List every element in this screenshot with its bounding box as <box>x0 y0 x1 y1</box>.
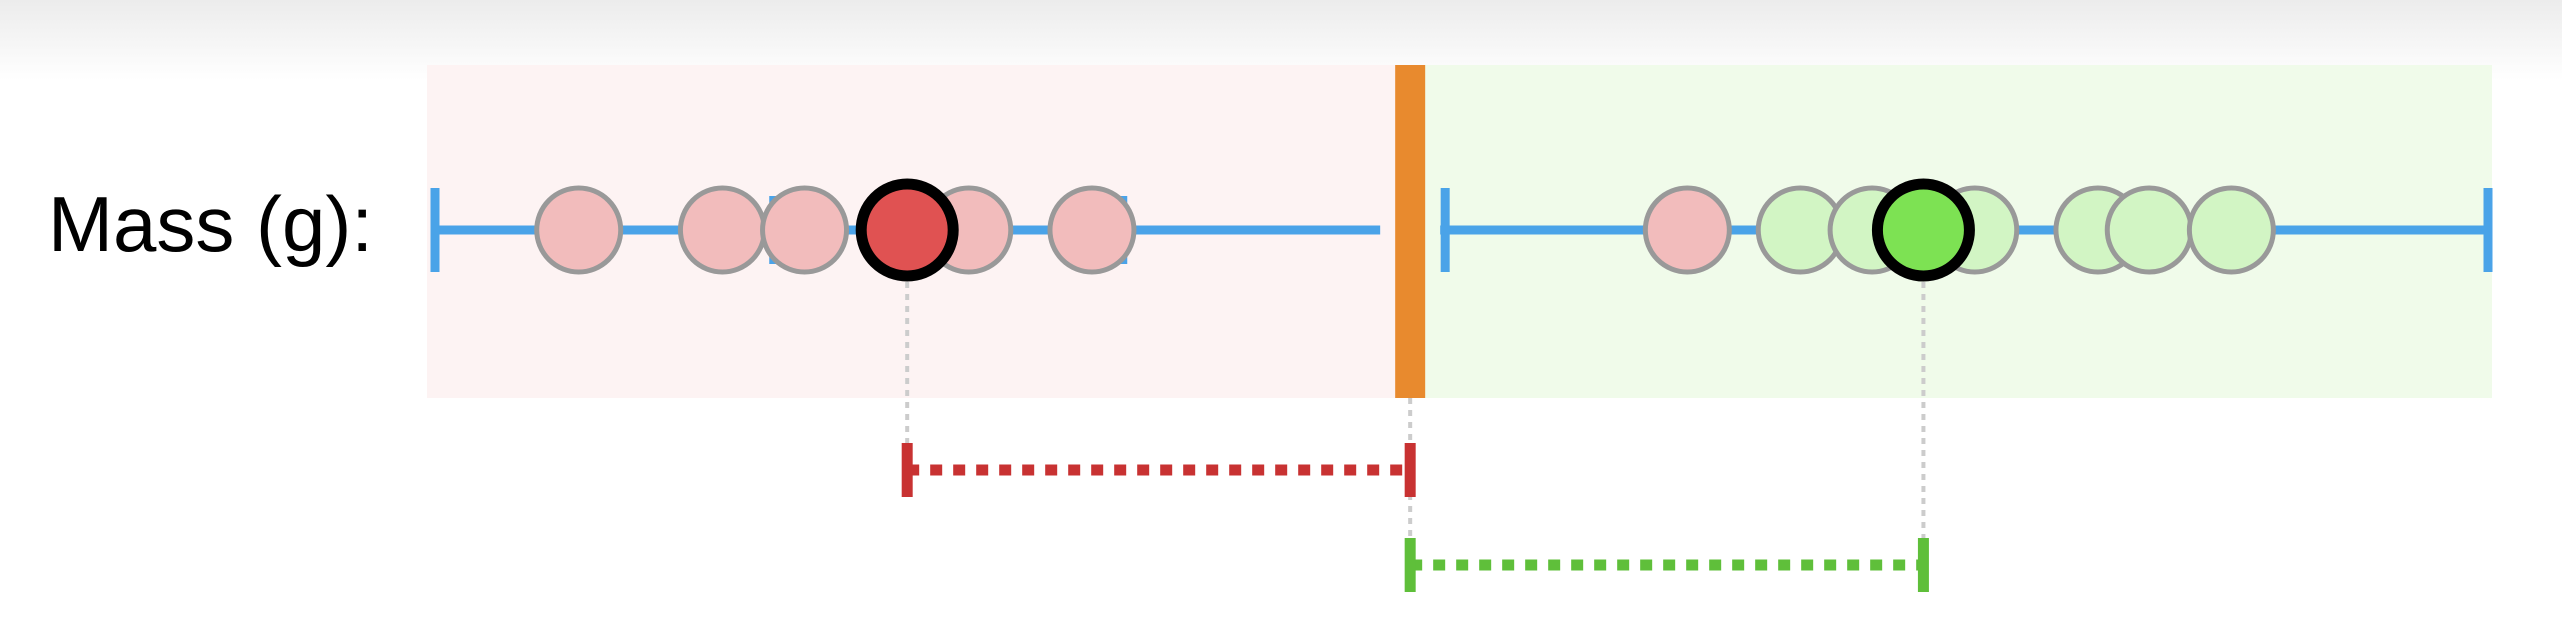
left-data-point <box>677 185 767 275</box>
left-data-point <box>760 185 850 275</box>
right-data-point <box>2104 185 2194 275</box>
distances-layer <box>901 443 1929 592</box>
left-mean-point <box>855 178 959 282</box>
points-layer <box>534 178 2276 282</box>
guides-layer <box>905 270 1926 565</box>
divider-layer <box>1395 65 1426 398</box>
right-data-point <box>1642 185 1732 275</box>
threshold-divider <box>1395 65 1426 398</box>
left-data-point <box>1047 185 1137 275</box>
right-mean-point <box>1871 178 1975 282</box>
right-data-point <box>2186 185 2276 275</box>
left-data-point <box>534 185 624 275</box>
mass-axis-label: Mass (g): <box>48 180 374 268</box>
